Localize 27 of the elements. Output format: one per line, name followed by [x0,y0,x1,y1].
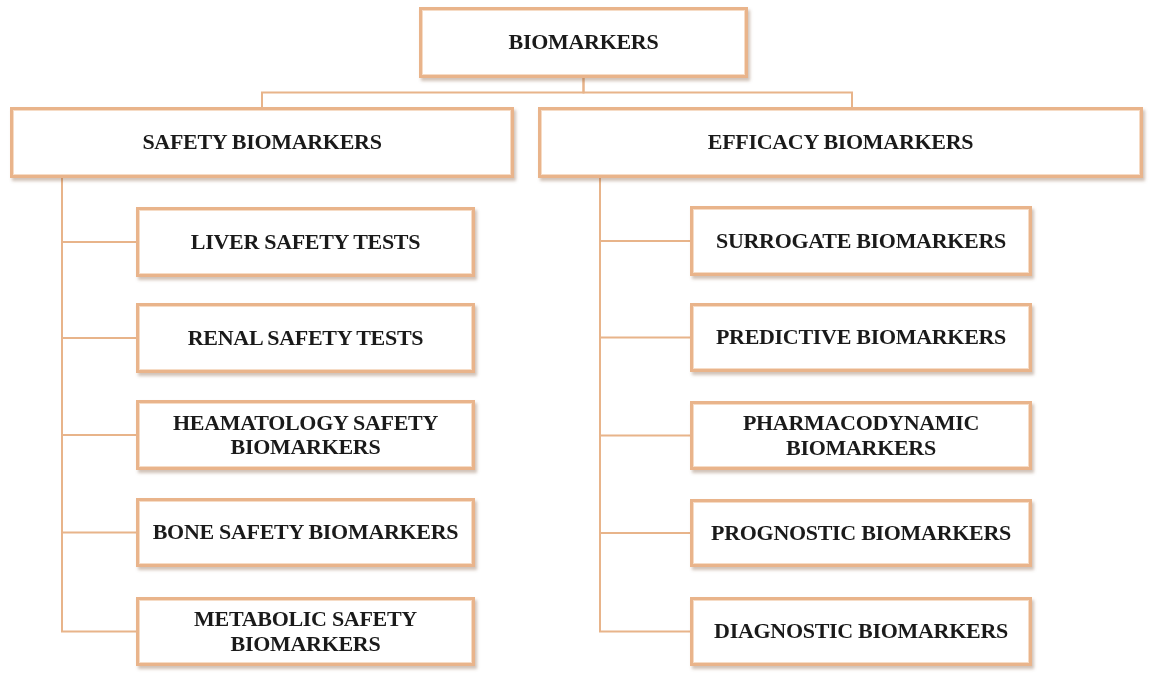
category-box [690,499,1032,567]
category-box [136,400,475,470]
category-label: EFFICACY BIOMARKERS [707,130,974,155]
category-box [10,107,514,178]
category-label: BIOMARKERS [508,30,659,55]
category-box [538,107,1143,178]
category-label: PROGNOSTIC BIOMARKERS [711,520,1011,546]
category-label: PHARMACODYNAMIC BIOMARKERS [741,411,981,460]
category-label: RENAL SAFETY TESTS [187,325,424,351]
category-box [136,498,475,567]
category-label: HEAMATOLOGY SAFETY BIOMARKERS [172,410,439,460]
category-label: BONE SAFETY BIOMARKERS [152,520,459,545]
category-label: SAFETY BIOMARKERS [142,130,382,155]
category-label: SURROGATE BIOMARKERS [716,228,1006,254]
category-box [690,401,1032,470]
connector-line [582,77,853,108]
category-box [419,7,748,78]
category-box [136,597,475,666]
category-label: METABOLIC SAFETY BIOMARKERS [193,607,418,656]
category-box [690,303,1032,372]
category-box [136,207,475,277]
category-label: PREDICTIVE BIOMARKERS [715,325,1007,350]
category-box [690,206,1032,276]
category-box [690,597,1032,666]
category-label: DIAGNOSTIC BIOMARKERS [714,619,1008,644]
category-box [136,303,475,373]
category-label: LIVER SAFETY TESTS [190,229,421,255]
